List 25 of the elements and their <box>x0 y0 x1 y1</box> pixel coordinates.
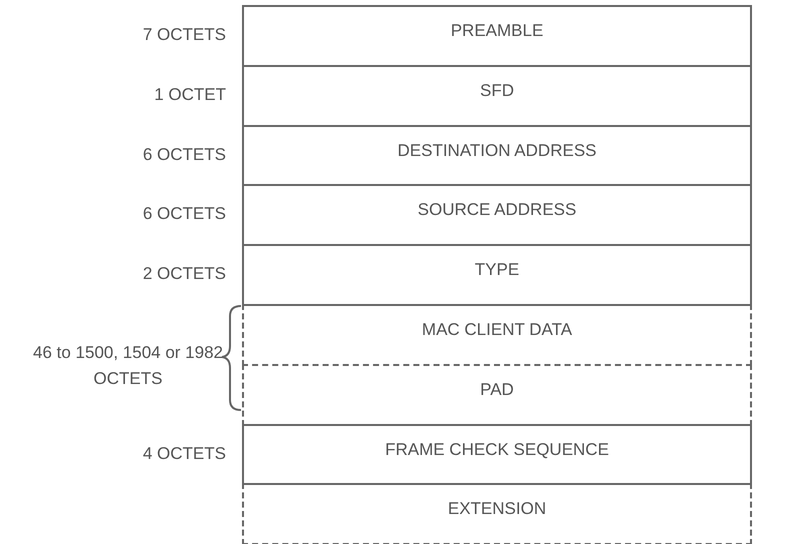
field-name: SFD <box>480 80 514 101</box>
field-box <box>242 124 752 186</box>
field-box <box>242 424 752 486</box>
size-label: 46 to 1500, 1504 or 1982 OCTETS <box>32 342 224 390</box>
size-label: 1 OCTET <box>154 84 226 105</box>
field-name: EXTENSION <box>448 499 546 520</box>
dashed-field-box <box>242 364 752 426</box>
field-name: PAD <box>480 380 514 400</box>
field-name: DESTINATION ADDRESS <box>398 140 596 161</box>
field-name: FRAME CHECK SEQUENCE <box>385 440 609 460</box>
dashed-field-box <box>242 304 752 366</box>
field-box <box>242 64 752 127</box>
field-box <box>242 5 752 67</box>
size-label: 7 OCTETS <box>142 25 226 45</box>
field-box <box>242 184 752 246</box>
dashed-field-box <box>242 483 752 544</box>
field-name: PREAMBLE <box>450 21 544 41</box>
size-label: 4 OCTETS <box>142 444 226 464</box>
size-label: 6 OCTETS <box>142 144 226 165</box>
field-name: SOURCE ADDRESS <box>418 200 576 220</box>
size-label: 2 OCTETS <box>142 264 226 284</box>
field-name: MAC CLIENT DATA <box>422 320 572 340</box>
field-box <box>242 244 752 306</box>
field-name: TYPE <box>474 260 520 280</box>
size-label: 6 OCTETS <box>142 204 226 224</box>
